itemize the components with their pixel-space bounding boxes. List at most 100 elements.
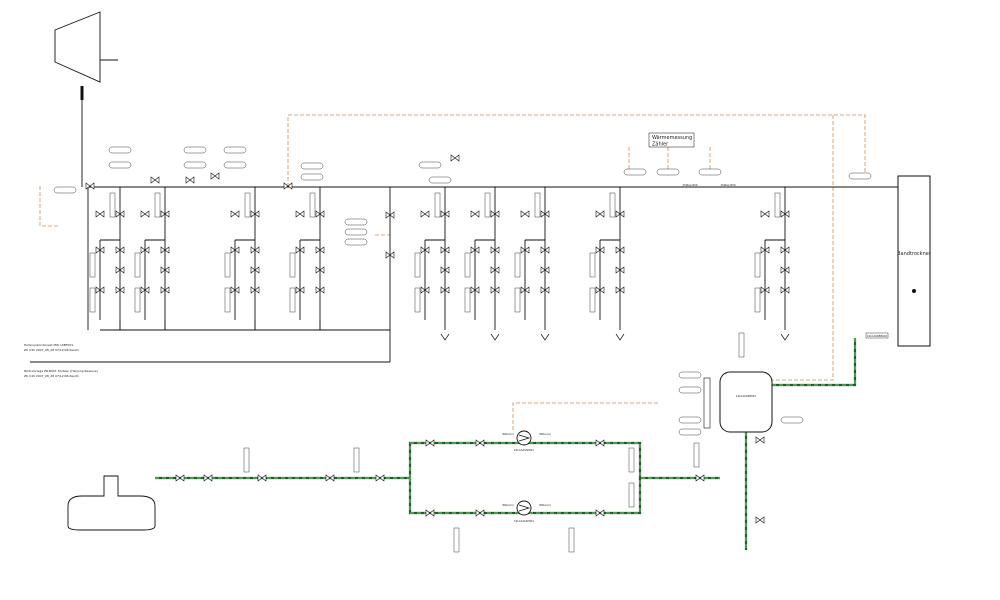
branch-valve-icon	[315, 246, 325, 254]
valve-body	[420, 210, 430, 218]
signal-oval	[344, 218, 368, 226]
heat-meter-box	[648, 132, 695, 148]
valve-body	[760, 286, 770, 294]
header-note-1: 250bar/250	[682, 183, 697, 187]
condensate-valve-icon	[595, 439, 605, 447]
branch-tag-box	[774, 192, 781, 218]
branch-valve-icon	[250, 210, 260, 218]
branch-valve-icon	[760, 210, 770, 218]
condensate-tag-box	[693, 442, 700, 468]
signal-oval	[780, 416, 804, 424]
valve-body	[490, 266, 500, 274]
branch-valve-icon	[595, 286, 605, 294]
right-branch-3	[524, 187, 546, 330]
branch-tag-box	[514, 287, 521, 313]
branch-valve-icon	[490, 210, 500, 218]
heat-meter-label: Wärmemessung	[652, 135, 692, 141]
vessel-tag: 10LCA01BB001	[736, 394, 756, 398]
valve-body	[185, 176, 195, 184]
condensate-valve-icon	[475, 439, 485, 447]
condensate-lines	[155, 338, 857, 550]
branch-valve-icon	[420, 210, 430, 218]
valve-body	[210, 172, 220, 180]
branch-valve-icon	[490, 246, 500, 254]
branch-valve-icon	[780, 210, 790, 218]
band-dryer-tag-box	[865, 332, 889, 339]
pump-top-tag: 10LCA23AP001	[514, 448, 534, 452]
branch-valve-icon	[520, 286, 530, 294]
valve-body	[595, 210, 605, 218]
branch-valve-icon	[440, 210, 450, 218]
signal-oval	[678, 371, 702, 379]
instrument-symbols	[53, 146, 872, 553]
branch-valve-icon	[615, 266, 625, 274]
branch-valve-icon	[440, 286, 450, 294]
signal-lines	[39, 114, 866, 430]
valve-body	[85, 182, 95, 190]
valve-body	[440, 246, 450, 254]
valve-body	[115, 266, 125, 274]
right-branch-4	[599, 187, 621, 330]
valve-body	[540, 266, 550, 274]
valve-body	[540, 286, 550, 294]
branch-valve-icon	[595, 210, 605, 218]
signal-oval	[300, 162, 324, 170]
branch-valve-icon	[115, 286, 125, 294]
valve-body	[695, 474, 705, 482]
signal-oval	[183, 146, 207, 154]
valve-body	[95, 286, 105, 294]
feed-water-vessel: 10LCA01BB001	[703, 371, 773, 433]
header-valve-icon	[185, 176, 195, 184]
valve-body	[115, 210, 125, 218]
valve-body	[475, 439, 485, 447]
branch-valve-icon	[470, 210, 480, 218]
branch-tag-box	[154, 192, 161, 218]
valve-body	[420, 246, 430, 254]
valve-body	[115, 246, 125, 254]
drain-icon	[780, 333, 790, 341]
signal-oval	[678, 416, 702, 424]
valve-body	[250, 286, 260, 294]
condensate-tag-box	[243, 447, 250, 473]
valve-body	[160, 286, 170, 294]
valve-body	[230, 246, 240, 254]
condensate-valve-icon	[203, 474, 213, 482]
branch-valve-icon	[230, 286, 240, 294]
header-valve-icon	[210, 172, 220, 180]
pump-top-outlet: 80bar(ü)	[539, 432, 550, 436]
branch-valve-icon	[470, 246, 480, 254]
signal-oval	[344, 238, 368, 246]
condensate-valve-icon	[695, 474, 705, 482]
branch-valve-icon	[615, 246, 625, 254]
valve-body	[230, 210, 240, 218]
condensate-valve-icon	[325, 474, 335, 482]
signal-top	[287, 114, 866, 187]
branch-valve-icon	[595, 246, 605, 254]
valve-body	[440, 286, 450, 294]
condensate-note-line-1: Turbinenkondensat MW 10BF001	[23, 343, 73, 347]
valve-body	[595, 439, 605, 447]
valve-body	[595, 509, 605, 517]
cond-top-loop	[408, 441, 720, 480]
pump-bottom-inlet: 80bar(ü)	[502, 503, 513, 507]
signal-oval	[344, 228, 368, 236]
cond-to-dryer	[772, 338, 857, 387]
valve-body	[760, 246, 770, 254]
signal-oval	[53, 186, 77, 194]
branch-valve-icon	[615, 210, 625, 218]
valve-body	[175, 474, 185, 482]
valve-body	[615, 286, 625, 294]
branch-valve-icon	[115, 266, 125, 274]
valve-body	[425, 509, 435, 517]
valve-body	[470, 210, 480, 218]
valve-body	[475, 509, 485, 517]
header-valve-icon	[150, 176, 160, 184]
valve-body	[595, 246, 605, 254]
header-valve-icon	[283, 182, 293, 190]
condensate-valve-icon	[425, 439, 435, 447]
valve-body	[295, 286, 305, 294]
valve-body	[425, 439, 435, 447]
pump-top-icon	[516, 430, 532, 446]
branch-tag-box	[289, 287, 296, 313]
